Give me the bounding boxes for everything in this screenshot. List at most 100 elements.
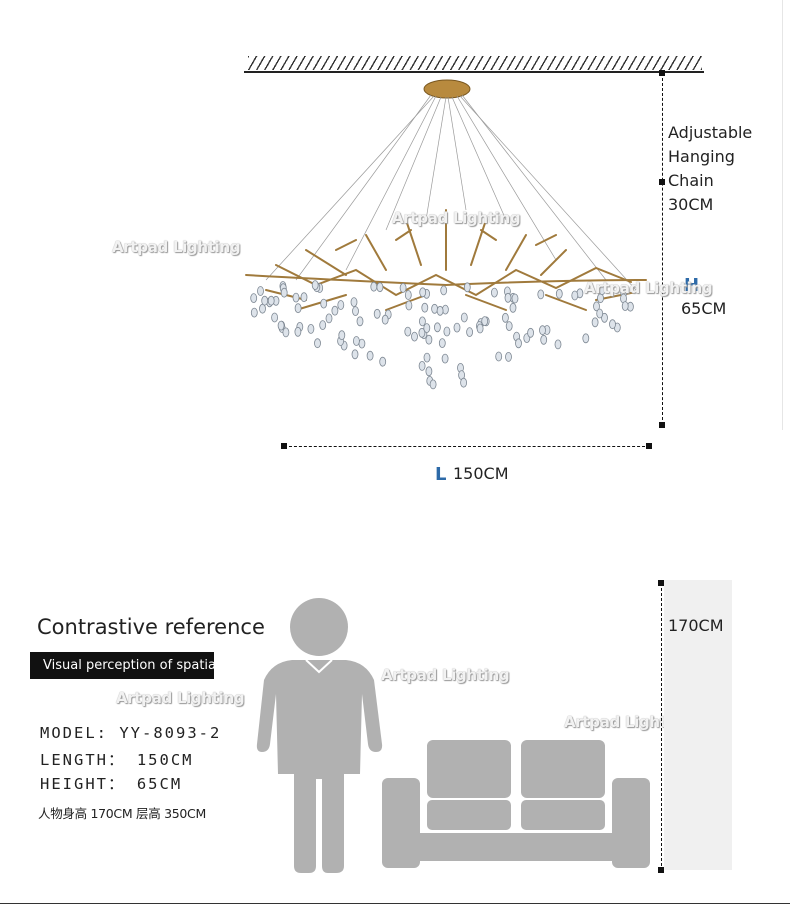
crystal-drop xyxy=(554,339,562,350)
crystal-drop xyxy=(466,327,474,338)
dimension-marker xyxy=(659,422,665,428)
crystal-drop xyxy=(440,285,448,296)
divider xyxy=(782,0,783,430)
length-value: 150CM xyxy=(453,464,509,483)
crystal-drop xyxy=(539,325,546,336)
person-height-line xyxy=(661,583,662,871)
crystal-drop xyxy=(593,301,600,312)
height-dimension-line xyxy=(662,73,663,425)
crystal-drop xyxy=(356,316,364,327)
crystal-drop xyxy=(350,297,358,308)
bottom-divider xyxy=(0,903,790,904)
crystal-drop xyxy=(433,322,441,333)
crystal-drop xyxy=(476,323,484,334)
crystal-drop xyxy=(338,330,346,341)
person-height-value: 170CM xyxy=(668,616,724,635)
crystal-drop xyxy=(411,331,418,342)
person-silhouette xyxy=(256,598,383,873)
crystal-drop xyxy=(271,312,278,323)
watermark: Artpad Lighting xyxy=(381,666,510,684)
crystal-drop xyxy=(441,353,449,364)
crystal-drop xyxy=(571,290,579,301)
crystal-drop xyxy=(352,306,359,317)
crystal-drop xyxy=(431,303,439,314)
crystal-drop xyxy=(300,292,308,303)
crystal-drop xyxy=(421,302,429,313)
crystal-drop xyxy=(438,338,446,349)
crystal-drop xyxy=(404,290,412,300)
crystal-drop xyxy=(423,323,431,334)
crystal-drop xyxy=(582,333,590,344)
crystal-drop xyxy=(419,287,427,298)
crystal-drop xyxy=(337,300,345,310)
crystal-drop xyxy=(267,295,275,306)
watermark: Artpad Lighting xyxy=(392,209,521,227)
crystal-drop xyxy=(325,313,333,324)
crystal-drop xyxy=(418,316,426,327)
crystal-drop xyxy=(463,282,471,293)
dimension-marker xyxy=(658,867,664,873)
crystal-drop xyxy=(453,322,461,333)
crystal-drop xyxy=(250,293,258,304)
crystal-drop xyxy=(460,377,468,388)
section-title: Contrastive reference xyxy=(37,615,265,639)
sofa-silhouette xyxy=(382,740,650,868)
crystal-drop xyxy=(495,351,503,362)
length-spec: LENGTH： 150CM xyxy=(40,751,194,769)
crystal-drop xyxy=(366,350,374,361)
crystal-drop xyxy=(555,288,563,299)
crystal-drop xyxy=(399,282,407,293)
crystal-drop xyxy=(292,292,300,303)
crystal-drop xyxy=(370,281,378,292)
height-letter: H xyxy=(684,275,700,296)
crystal-drop xyxy=(425,366,433,377)
crystal-drop xyxy=(443,326,451,337)
length-dimension-line xyxy=(284,446,650,447)
crystal-drop xyxy=(423,352,431,363)
chain-label: Adjustable Hanging Chain 30CM xyxy=(668,123,753,214)
height-value: 65CM xyxy=(681,299,727,318)
height-reference-bar xyxy=(664,580,732,870)
crystal-drop xyxy=(509,302,517,313)
crystal-drop xyxy=(481,316,489,327)
chandelier-image xyxy=(245,79,647,390)
crystal-drop xyxy=(418,327,426,338)
crystal-drop xyxy=(358,338,366,349)
crystal-drop xyxy=(505,321,513,332)
crystal-drop xyxy=(277,320,285,331)
crystal-drop xyxy=(540,334,548,345)
crystal-drop xyxy=(490,287,498,298)
watermark: Artpad Lighting xyxy=(584,279,713,297)
crystal-drop xyxy=(314,338,321,349)
model-spec: MODEL: YY-8093-2 xyxy=(40,724,222,742)
crystal-drop xyxy=(257,286,264,296)
crystal-drop xyxy=(376,282,384,293)
crystal-drop xyxy=(504,292,512,303)
height-spec: HEIGHT： 65CM xyxy=(40,775,183,793)
section-badge: Visual perception of spatial xyxy=(30,652,214,679)
crystal-drop xyxy=(373,308,381,319)
crystal-drop xyxy=(460,312,468,323)
crystal-drop xyxy=(294,326,302,337)
crystal-drop xyxy=(501,312,509,323)
crystal-drop xyxy=(505,351,512,362)
crystal-drop xyxy=(320,298,328,309)
dimension-marker xyxy=(659,179,665,185)
watermark: Artpad Lighting xyxy=(116,689,245,707)
crystal-drop xyxy=(537,289,545,300)
crystal-drop xyxy=(261,295,269,306)
crystal-drop xyxy=(319,320,327,331)
crystal-drop xyxy=(404,326,412,337)
crystal-drop xyxy=(515,338,522,349)
crystal-drop xyxy=(280,287,288,298)
crystal-drop xyxy=(353,336,360,346)
crystal-drop xyxy=(425,334,433,345)
crystal-drop xyxy=(429,379,437,390)
crystal-drop xyxy=(351,349,359,360)
dimension-marker xyxy=(659,70,665,76)
watermark: Artpad Lighting xyxy=(112,238,241,256)
watermark: Artpad Lighting xyxy=(564,713,693,731)
crystal-drop xyxy=(596,308,604,319)
crystal-drop xyxy=(307,323,315,334)
crystal-drop xyxy=(609,319,616,330)
